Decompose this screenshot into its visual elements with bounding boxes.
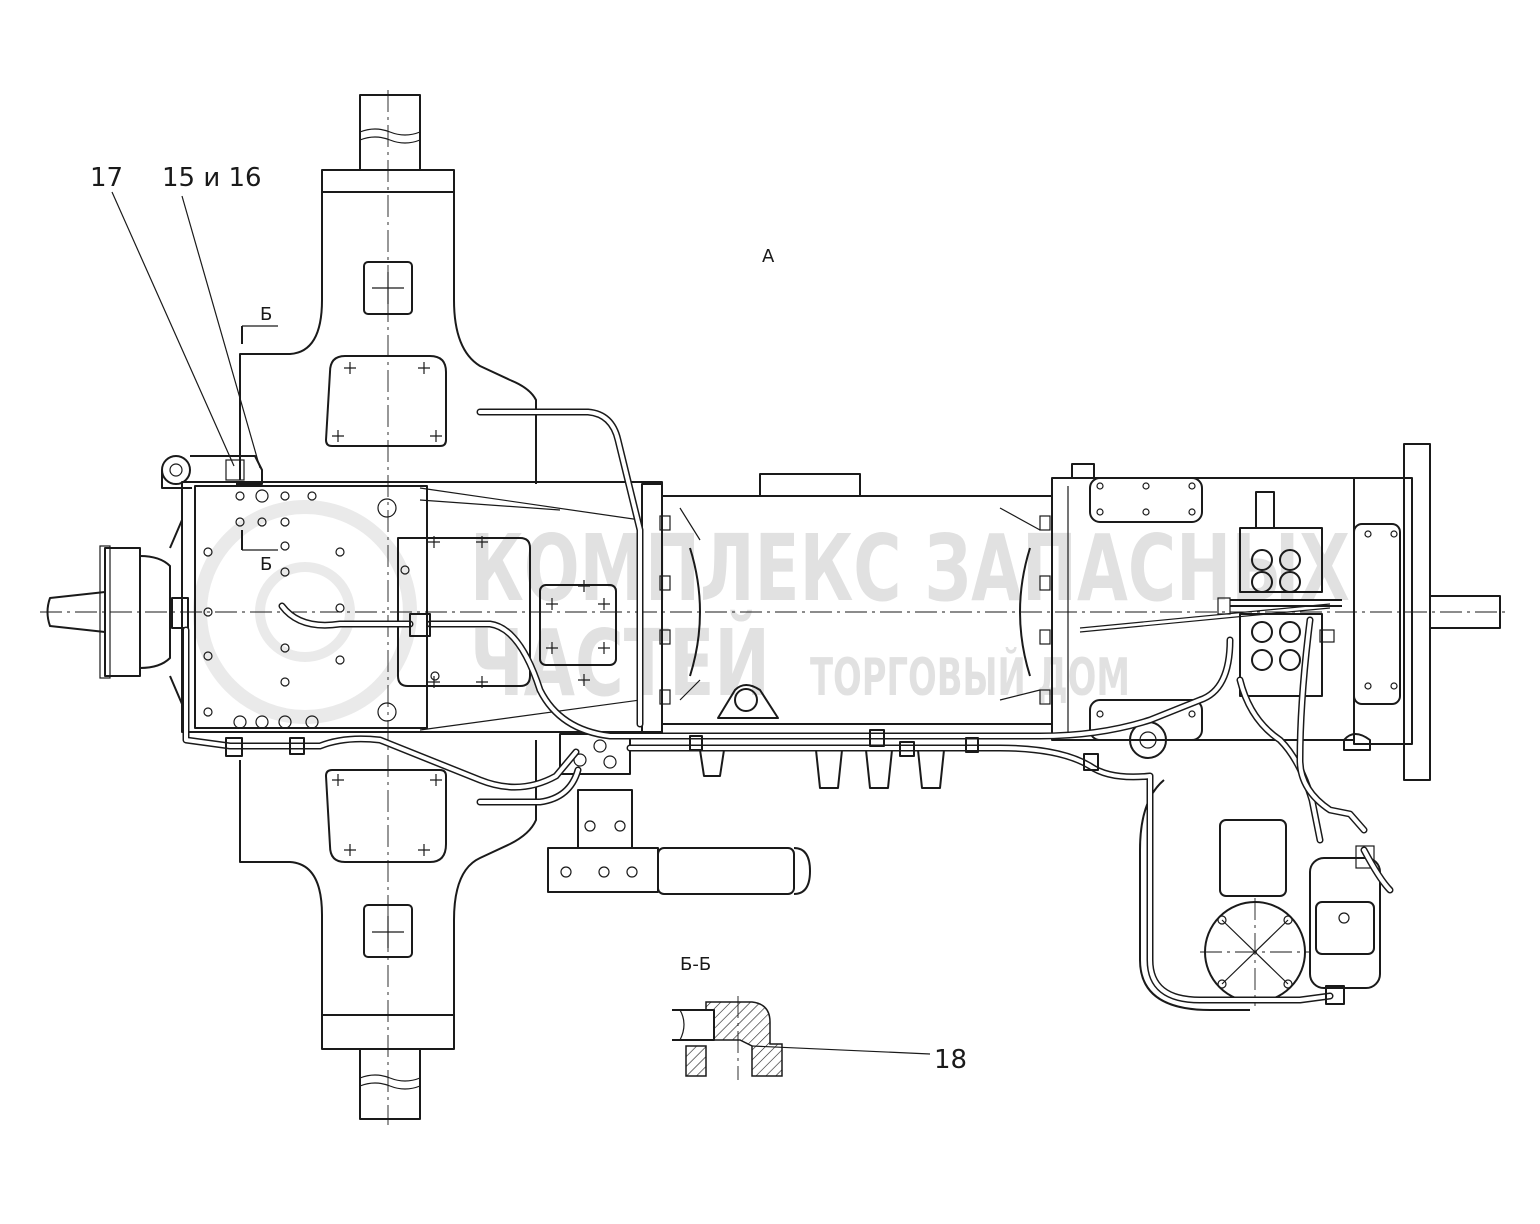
watermark: КОМПЛЕКС ЗАПАСНЫХ ЧАСТЕЙ ТОРГОВЫЙ ДОМ <box>193 500 1350 724</box>
front-flange <box>46 455 263 705</box>
view-label: А <box>762 246 775 267</box>
hydraulic-lines <box>182 408 1394 1005</box>
rear-axle-housing <box>239 90 537 1125</box>
callout-15-16: 15 и 16 <box>162 163 262 193</box>
hydraulic-unit-left <box>547 733 945 895</box>
watermark-line-3: ТОРГОВЫЙ ДОМ <box>810 647 1130 708</box>
front-housing <box>1051 443 1501 781</box>
section-title: Б-Б <box>680 954 711 975</box>
callout-17: 17 <box>90 163 123 193</box>
section-cut-markers <box>241 325 278 551</box>
valve-block <box>1217 491 1342 697</box>
watermark-line-2: ЧАСТЕЙ <box>470 609 770 717</box>
callout-18: 18 <box>934 1045 967 1075</box>
section-mark-top: Б <box>260 304 272 325</box>
gearbox-housing <box>641 473 1053 733</box>
leader-lines <box>111 191 261 469</box>
section-mark-bottom: Б <box>260 554 272 575</box>
section-detail-b-b <box>672 996 931 1080</box>
